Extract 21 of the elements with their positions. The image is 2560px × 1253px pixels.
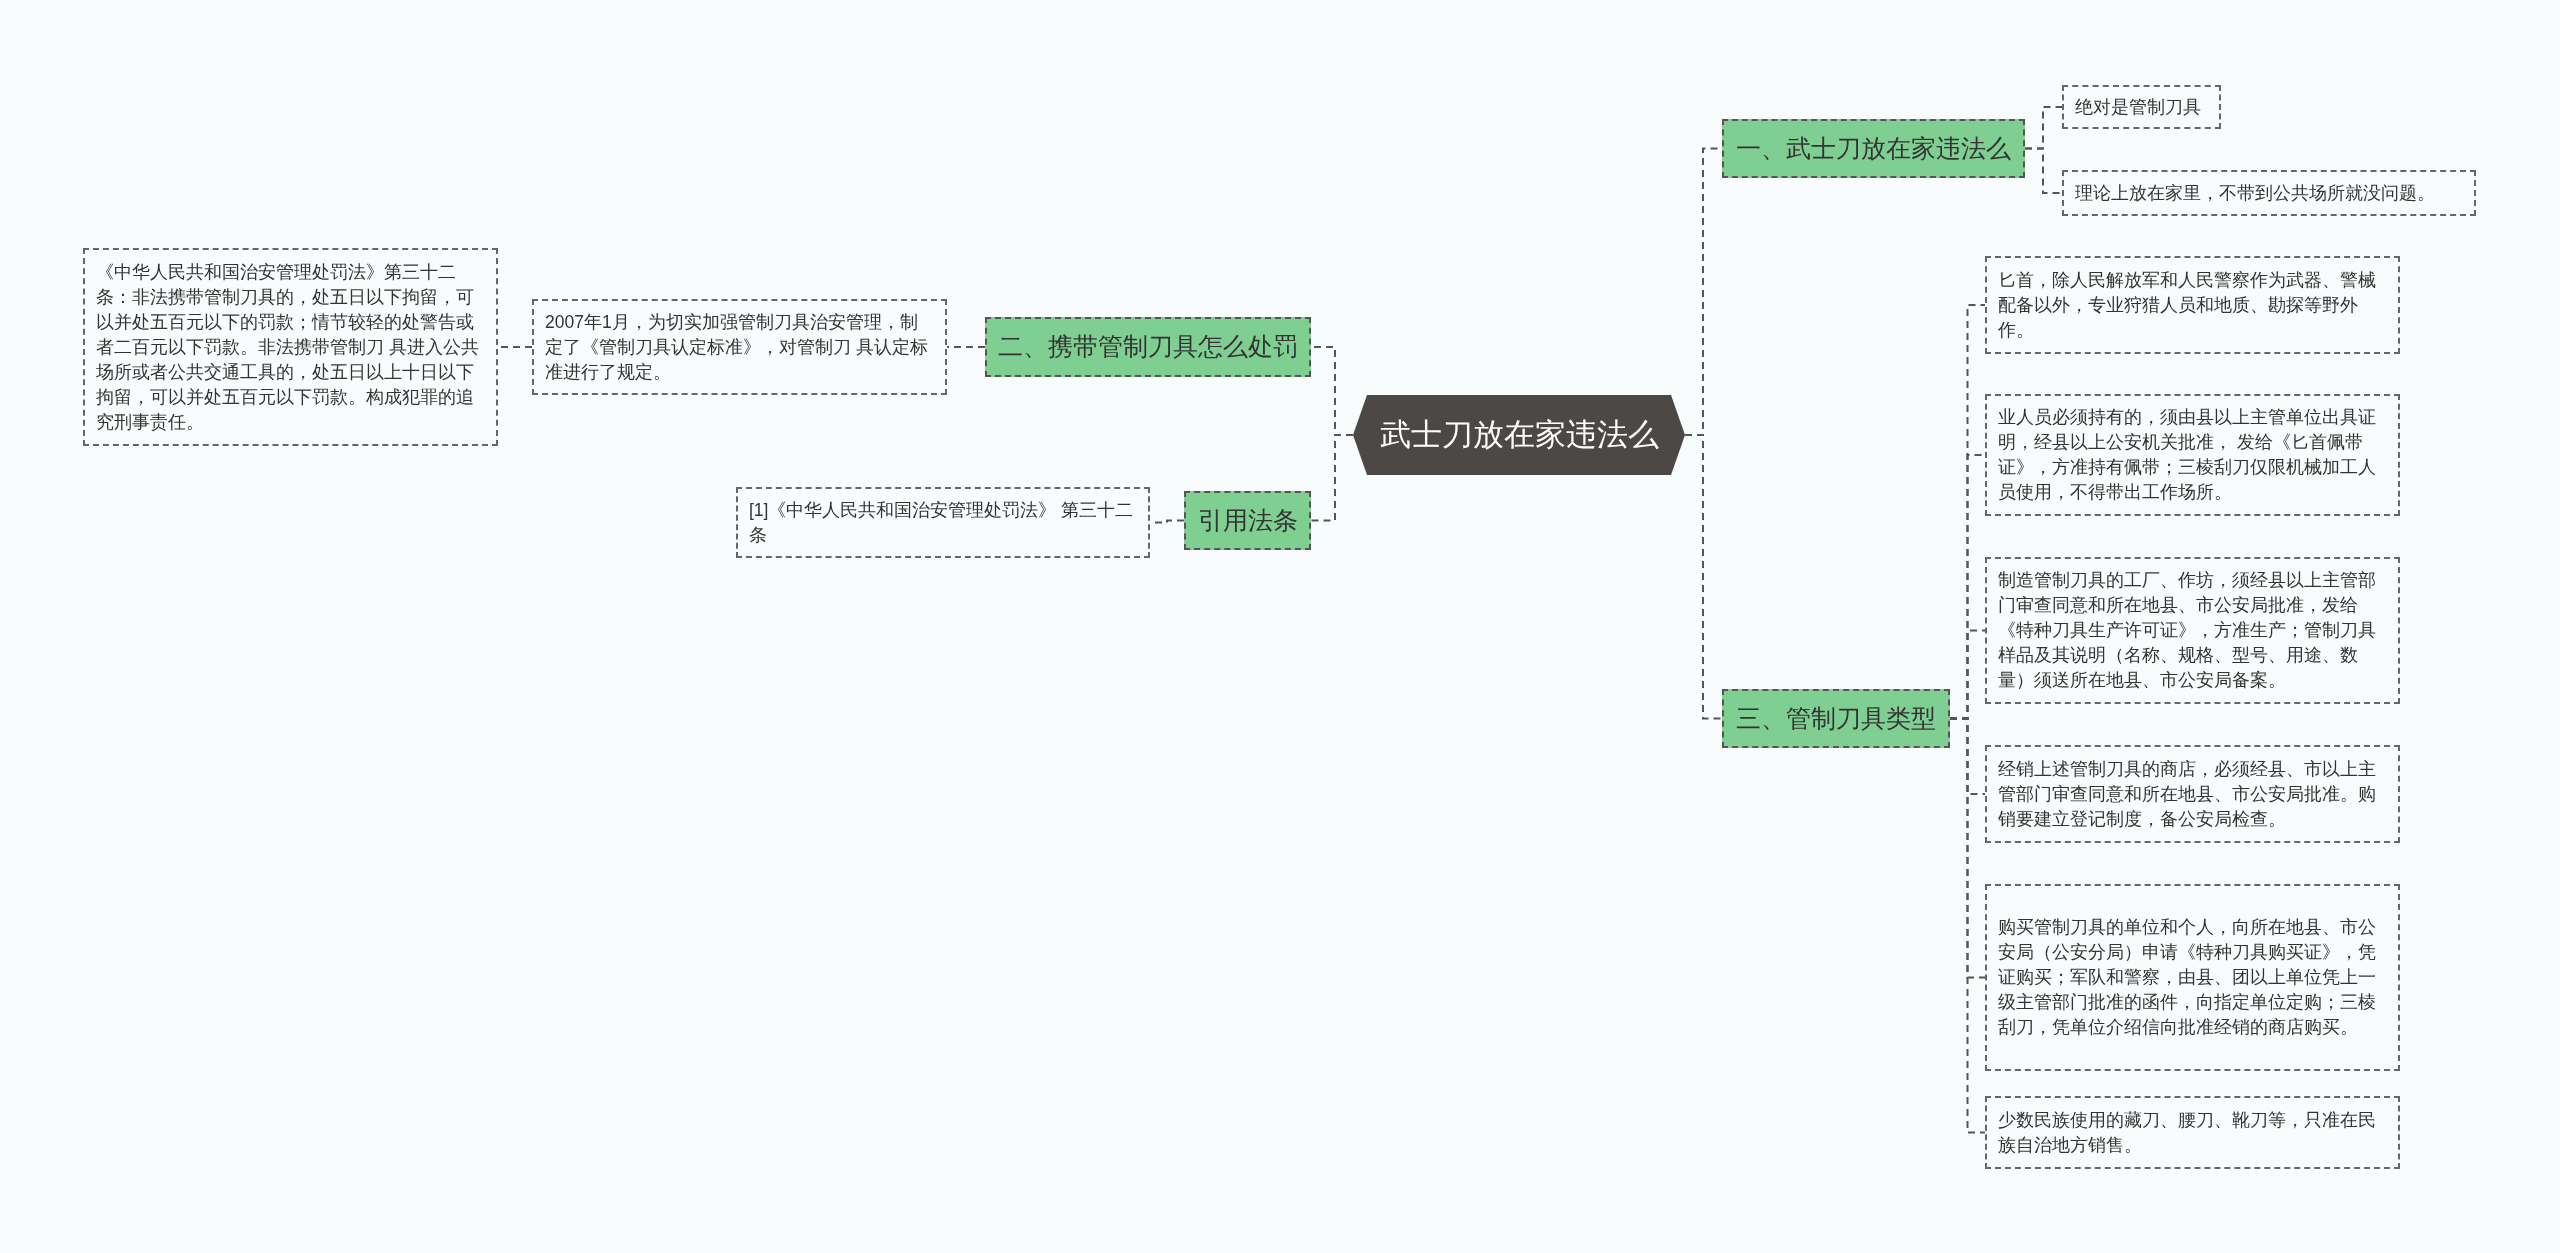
note-box: 2007年1月，为切实加强管制刀具治安管理，制定了《管制刀具认定标准》，对管制刀 具认定标准进行了规定。 (532, 299, 947, 395)
central-topic (1353, 395, 1685, 475)
connector-line (2024, 147, 2063, 194)
note-box: 《中华人民共和国治安管理处罚法》第三十二条：非法携带管制刀具的，处五日以下拘留，可以并处五百元以下的罚款；情节较轻的处警告或者二百元以下罚款。非法携带管制刀 具进入公共场所或者公共交通工具的，处五日以上十日以下拘留，可以并处五百元以下罚款。构成犯罪的追究刑事责任。 (83, 248, 498, 446)
branch-topic: 三、管制刀具类型 (1722, 689, 1950, 748)
note-box: 制造管制刀具的工厂、作坊，须经县以上主管部门审查同意和所在地县、市公安局批准，发给《特种刀具生产许可证》，方准生产；管制刀具样品及其说明（名称、规格、型号、用途、数量）须送所在地县、市公安局备案。 (1985, 557, 2400, 704)
note-box: 少数民族使用的藏刀、腰刀、靴刀等，只准在民族自治地方销售。 (1985, 1096, 2400, 1169)
note-box: 理论上放在家里，不带到公共场所就没问题。 (2062, 170, 2476, 216)
connector-line (946, 346, 986, 348)
note-box: 绝对是管制刀具 (2062, 85, 2221, 129)
note-box: [1]《中华人民共和国治安管理处罚法》 第三十二条 (736, 487, 1150, 558)
connector-line (1310, 434, 1354, 522)
branch-topic: 二、携带管制刀具怎么处罚 (985, 317, 1311, 377)
note-box: 业人员必须持有的，须由县以上主管单位出具证明，经县以上公安机关批准， 发给《匕首佩带证》，方准持有佩带；三棱刮刀仅限机械加工人员使用，不得带出工作场所。 (1985, 394, 2400, 516)
topic-text: 武士刀放在家违法么 (1378, 415, 1660, 454)
branch-topic: 引用法条 (1184, 491, 1311, 550)
note-box: 匕首，除人民解放军和人民警察作为武器、警械配备以外，专业狩猎人员和地质、勘探等野外作。 (1985, 256, 2400, 354)
note-box: 购买管制刀具的单位和个人，向所在地县、市公安局（公安分局）申请《特种刀具购买证》，凭证购买；军队和警察，由县、团以上单位凭上一级主管部门批准的函件，向指定单位定购；三棱刮刀，凭单位介绍信向批准经销的商店购买。 (1985, 884, 2400, 1071)
connector-line (1684, 434, 1723, 720)
note-box: 经销上述管制刀具的商店，必须经县、市以上主管部门审查同意和所在地县、市公安局批准。购销要建立登记制度，备公安局检查。 (1985, 745, 2400, 843)
branch-topic: 一、武士刀放在家违法么 (1722, 119, 2025, 178)
